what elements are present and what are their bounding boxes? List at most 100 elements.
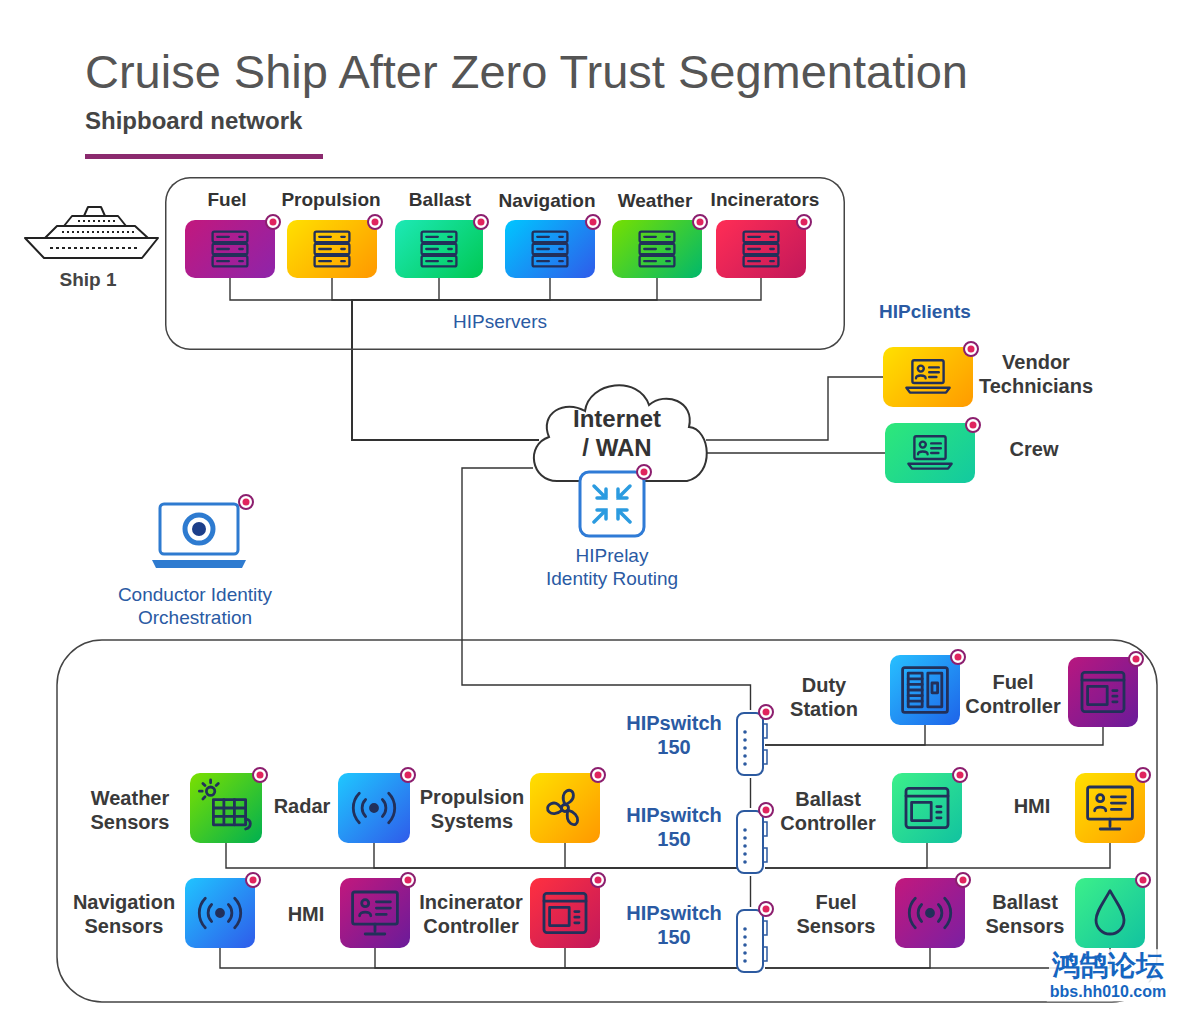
network-link xyxy=(750,876,751,907)
decor-shape xyxy=(580,472,644,536)
decor-shape xyxy=(1082,679,1124,682)
node-label: Internet / WAN xyxy=(569,405,665,463)
icon-tile: Propulsion Systems xyxy=(530,773,600,843)
node-label: Ballast Sensors xyxy=(978,890,1073,938)
node-label: Incinerators xyxy=(711,189,820,212)
decor-shape xyxy=(426,237,452,261)
decor-shape xyxy=(759,803,773,817)
device-glyph xyxy=(744,232,779,267)
decor-shape xyxy=(759,902,773,916)
device-glyph xyxy=(1075,878,1145,948)
icon-tile: Crew xyxy=(885,423,975,483)
decor-shape xyxy=(360,902,391,916)
decor-shape xyxy=(1095,797,1126,811)
decor-shape xyxy=(743,943,747,947)
decor-shape xyxy=(743,860,747,864)
node-label: Fuel Sensors xyxy=(791,890,881,938)
decor-shape xyxy=(213,800,250,829)
orchestrator-icon xyxy=(150,500,248,572)
decor-shape xyxy=(908,679,922,701)
node-label: Weather Sensors xyxy=(85,786,175,834)
decor-shape xyxy=(594,486,630,522)
decor-shape xyxy=(217,910,224,917)
decor-shape xyxy=(927,910,934,917)
decor-shape xyxy=(590,219,597,226)
decor-shape xyxy=(906,788,948,827)
decor-shape xyxy=(743,828,747,864)
decor-shape xyxy=(250,877,257,884)
decor-shape xyxy=(964,342,978,356)
decor-shape xyxy=(618,510,630,522)
decor-shape xyxy=(1097,795,1104,802)
decor-shape xyxy=(372,219,379,226)
device-glyph xyxy=(1082,672,1124,711)
ship-windows xyxy=(50,247,140,249)
decor-shape xyxy=(957,772,964,779)
device-glyph xyxy=(908,436,951,468)
decor-shape xyxy=(591,873,605,887)
identity-badge xyxy=(635,463,653,481)
decor-shape xyxy=(1136,873,1150,887)
identity-badge xyxy=(964,416,982,434)
decor-shape xyxy=(544,893,586,932)
decor-shape xyxy=(1096,891,1124,934)
identity-badge xyxy=(757,801,775,819)
decor-shape xyxy=(932,683,938,693)
switch-device xyxy=(733,710,768,778)
decor-shape xyxy=(797,215,811,229)
device-glyph xyxy=(505,220,595,278)
decor-shape xyxy=(595,772,602,779)
device-glyph xyxy=(640,232,675,267)
network-link xyxy=(765,948,930,968)
network-link xyxy=(332,278,539,440)
icon-tile: Navigation xyxy=(505,220,595,278)
decor-shape xyxy=(908,464,951,469)
node-label: Ballast Controller xyxy=(771,787,886,835)
node-label: Radar xyxy=(274,794,331,818)
node-label: HMI xyxy=(288,902,325,926)
decor-shape xyxy=(908,673,922,707)
decor-shape xyxy=(213,800,245,825)
identity-badge xyxy=(399,871,417,889)
decor-shape xyxy=(405,877,412,884)
decor-shape xyxy=(239,495,253,509)
decor-shape xyxy=(743,746,747,750)
decor-shape xyxy=(697,219,704,226)
network-link xyxy=(750,778,751,808)
node-label: Duty Station xyxy=(784,673,864,721)
decor-shape xyxy=(618,486,630,498)
network-link xyxy=(707,452,885,453)
icon-tile: Weather Sensors xyxy=(190,773,262,843)
decor-shape xyxy=(185,515,213,543)
decor-shape xyxy=(801,219,808,226)
icon-tile: Ballast xyxy=(395,220,483,278)
device-glyph xyxy=(1096,891,1124,934)
device-glyph xyxy=(340,878,410,948)
network-link xyxy=(220,948,737,968)
identity-badge xyxy=(954,871,972,889)
identity-badge xyxy=(795,213,813,231)
node-label: Propulsion xyxy=(281,189,380,212)
identity-badge xyxy=(949,648,967,666)
node-label: HIPswitch 150 xyxy=(624,803,724,851)
server-group-panel: HIPserversFuelPropulsionBallastNavigatio… xyxy=(165,177,845,350)
identity-badge xyxy=(589,871,607,889)
device-glyph xyxy=(885,423,975,483)
device-glyph xyxy=(338,773,410,843)
decor-shape xyxy=(743,828,747,832)
decor-shape xyxy=(1133,656,1140,663)
decor-shape xyxy=(1113,691,1117,702)
decor-shape xyxy=(693,215,707,229)
decor-shape xyxy=(544,900,586,903)
decor-shape xyxy=(368,215,382,229)
decor-shape xyxy=(537,237,563,261)
identity-badge xyxy=(1127,650,1145,668)
watermark: 鸿鹄论坛 xyxy=(1049,949,1167,983)
ship-deck xyxy=(45,226,148,238)
node-label: HIPswitch 150 xyxy=(624,901,724,949)
decor-shape xyxy=(918,443,941,454)
ship-funnel xyxy=(84,207,105,216)
device-glyph xyxy=(895,878,965,948)
title-underline xyxy=(85,154,323,159)
decor-shape xyxy=(1136,768,1150,782)
